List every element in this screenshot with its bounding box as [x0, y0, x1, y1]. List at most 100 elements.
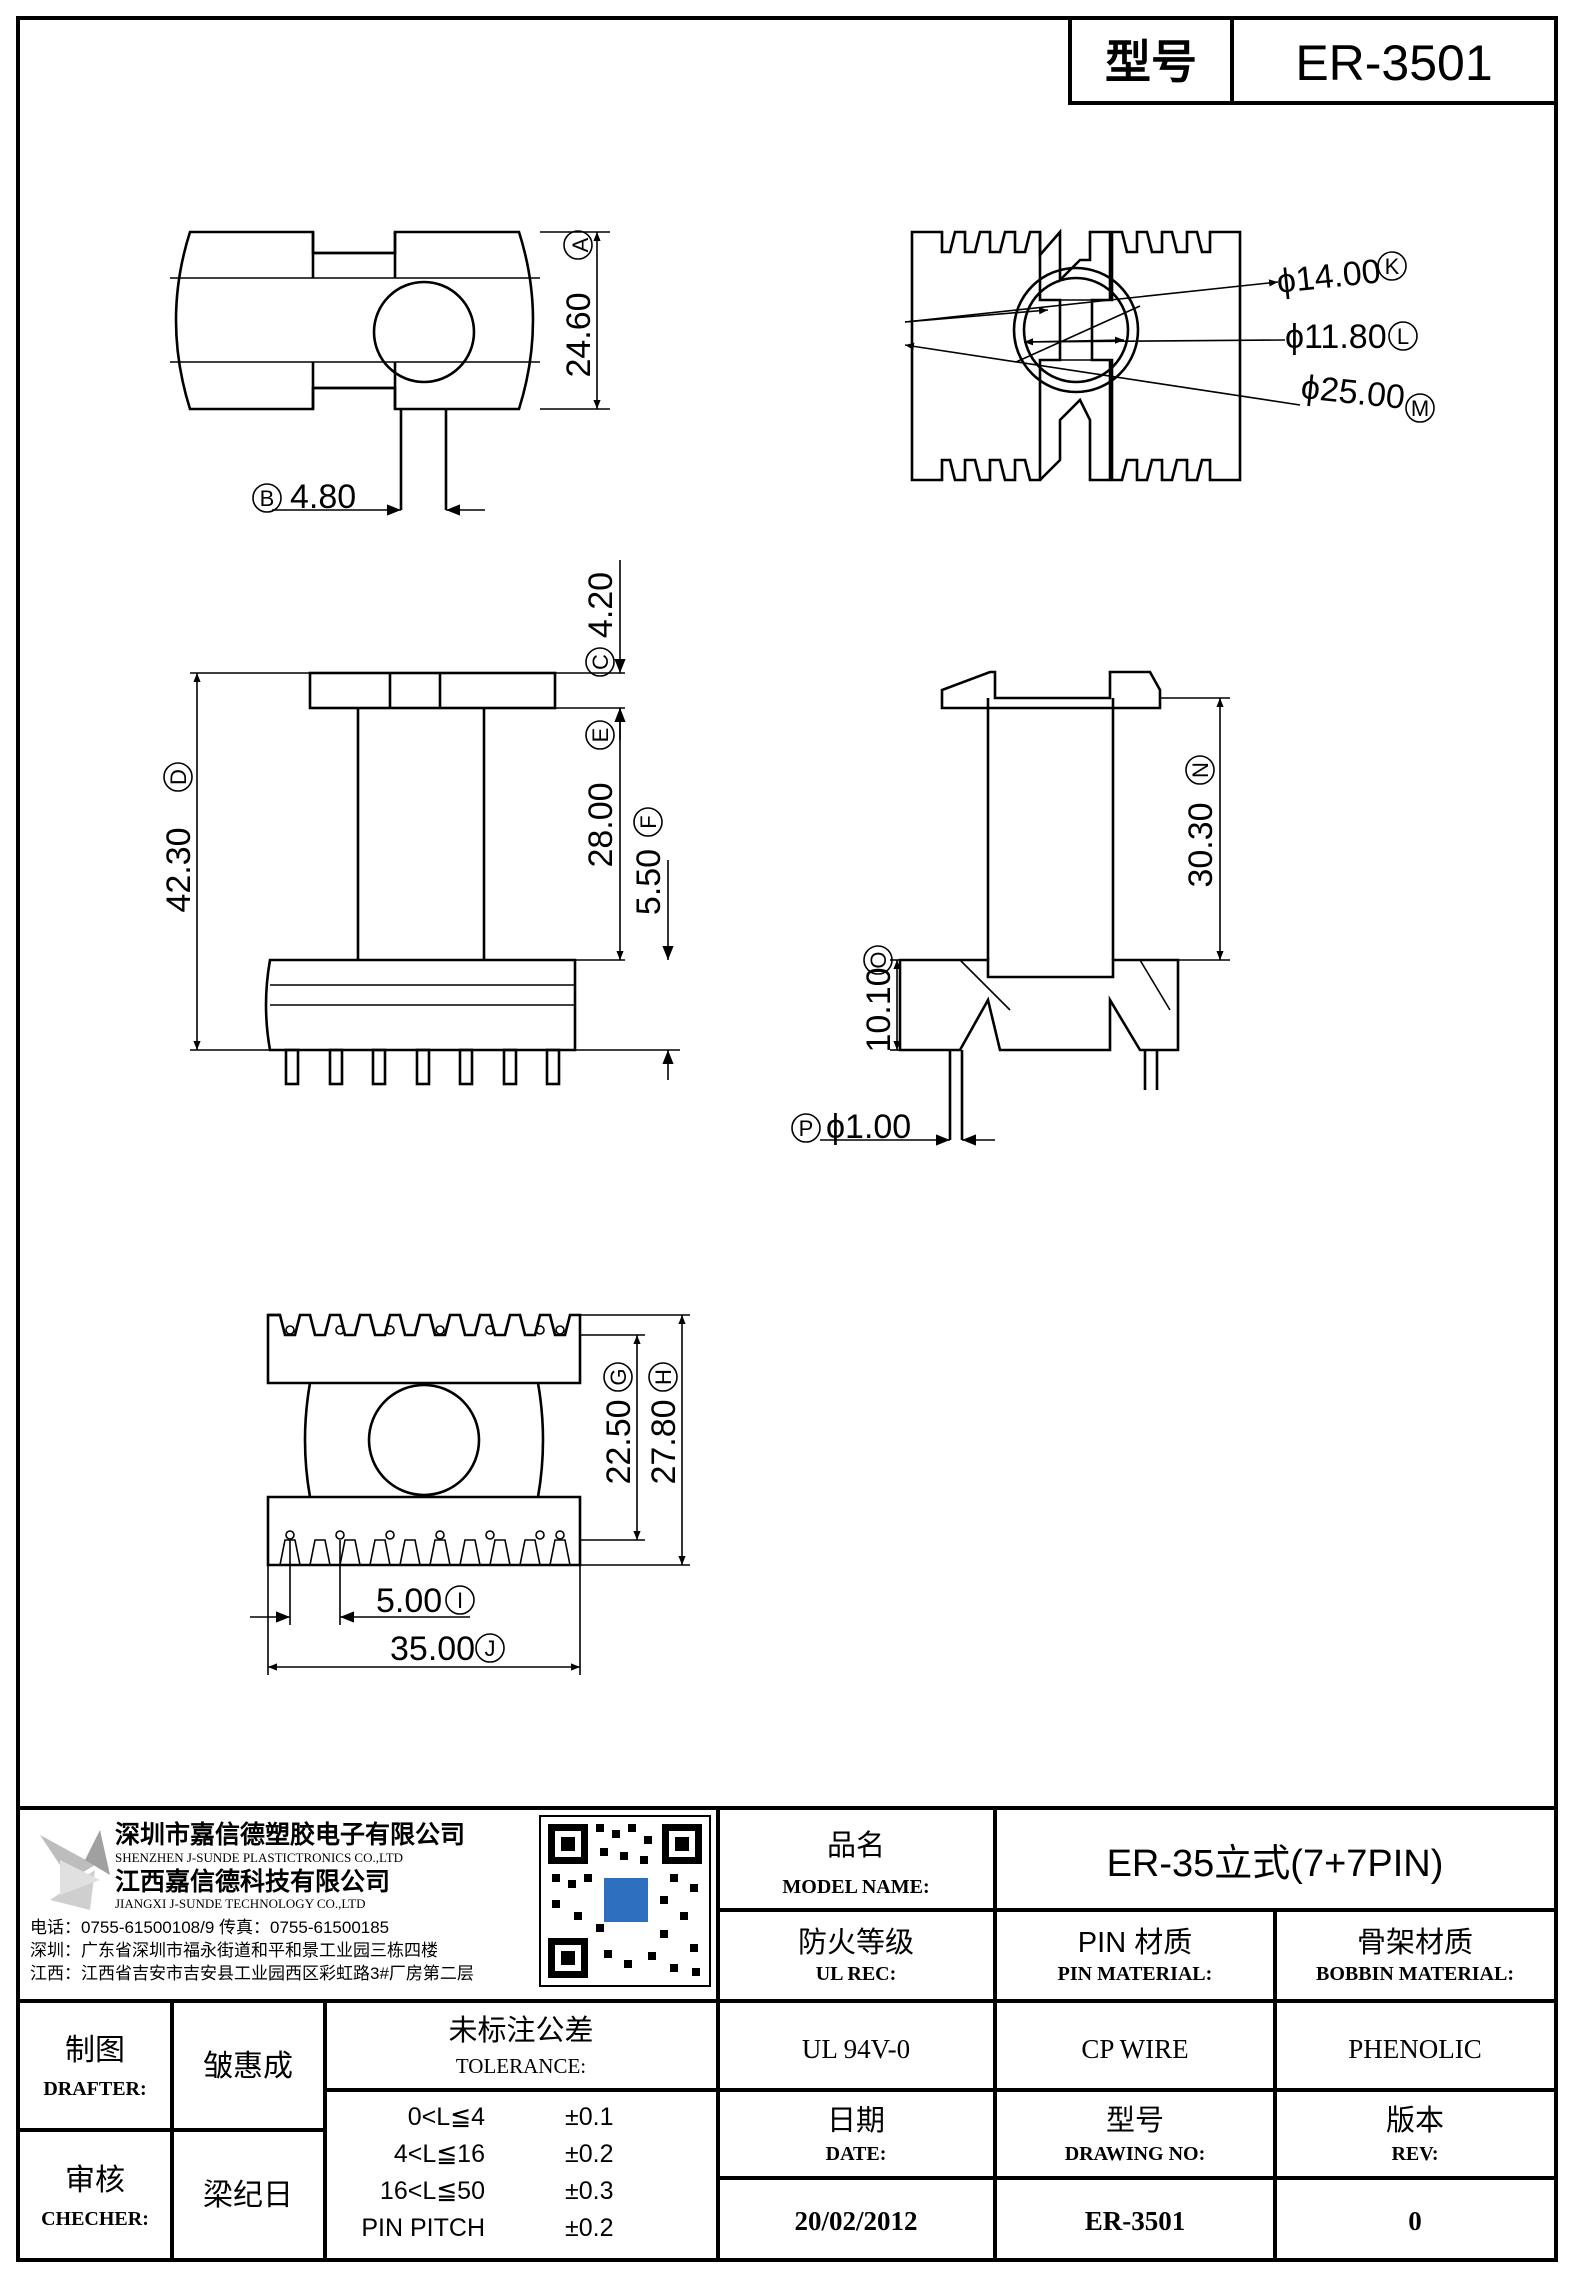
- tolerance-value-2: ±0.2: [565, 2140, 613, 2168]
- checker-label-cn: 审核: [65, 2164, 125, 2197]
- company-logo: [40, 1830, 110, 1910]
- tolerance-value-3: ±0.3: [565, 2177, 613, 2205]
- dim-g-value: 22.50: [600, 1399, 638, 1484]
- tolerance-value-4: ±0.2: [565, 2214, 613, 2242]
- company-phone: 电话：0755-61500108/9 传真：0755-61500185: [30, 1918, 389, 1937]
- model-name-value: ER-35立式(7+7PIN): [1107, 1843, 1444, 1885]
- rev-label-cn: 版本: [1386, 2104, 1444, 2137]
- ul-value: UL 94V-0: [802, 2034, 910, 2064]
- dim-d-value: 42.30: [160, 827, 198, 912]
- tolerance-value-1: ±0.1: [565, 2103, 613, 2131]
- qr-code: [539, 1815, 711, 1987]
- dim-f-letter: F: [636, 815, 661, 828]
- qr-center-badge: [604, 1878, 648, 1922]
- dim-h-letter: H: [651, 1369, 676, 1385]
- dim-h-marker: [648, 1362, 678, 1392]
- pin-value: CP WIRE: [1081, 2034, 1188, 2064]
- dim-i-marker: [445, 1585, 475, 1615]
- header-box: 型号 ER-3501: [1068, 16, 1558, 105]
- drafter-checker: 制图 DRAFTER: 皱惠成 审核 CHECHER: 梁纪日: [41, 2034, 293, 2230]
- tolerance-range-4: PIN PITCH: [361, 2214, 485, 2242]
- dim-f-marker: [633, 807, 663, 837]
- dim-j-value: 35.00: [390, 1630, 475, 1668]
- dim-i-value: 5.00: [376, 1582, 442, 1620]
- dim-i-letter: I: [457, 1588, 463, 1613]
- dim-j-marker: [475, 1633, 505, 1663]
- dim-m-value: ϕ25.00: [1299, 368, 1407, 417]
- dim-a-value: 24.60: [560, 292, 598, 377]
- top-view: [170, 230, 610, 516]
- dim-n-letter: N: [1188, 762, 1213, 778]
- dim-b-value: 4.80: [290, 478, 356, 516]
- dim-c-letter: C: [588, 654, 613, 670]
- model-name-label-cn: 品名: [827, 1829, 885, 1862]
- company-name-en-1: SHENZHEN J-SUNDE PLASTICTRONICS CO.,LTD: [115, 1850, 403, 1865]
- date-value: 20/02/2012: [794, 2206, 917, 2236]
- side-view: [820, 670, 1230, 1146]
- drafter-name: 皱惠成: [203, 2050, 293, 2083]
- dim-e-marker: [585, 720, 615, 750]
- dim-e-value: 28.00: [582, 782, 620, 867]
- dim-a-marker: [563, 230, 593, 260]
- dim-l-value: ϕ11.80: [1285, 318, 1387, 356]
- model-name-label-en: MODEL NAME:: [782, 1876, 929, 1898]
- company-address-sz: 深圳：广东省深圳市福永街道和平和景工业园三栋四楼: [30, 1941, 438, 1960]
- date-label-en: DATE:: [826, 2143, 887, 2165]
- drafter-label-cn: 制图: [65, 2034, 125, 2067]
- drafter-label-en: DRAFTER:: [43, 2078, 146, 2100]
- pin-label-en: PIN MATERIAL:: [1058, 1963, 1213, 1985]
- company-address-jx: 江西：江西省吉安市吉安县工业园西区彩虹路3#厂房第二层: [30, 1964, 474, 1983]
- pin-label-cn: PIN 材质: [1078, 1926, 1192, 1959]
- checker-name: 梁纪日: [203, 2179, 293, 2212]
- dim-l-letter: L: [1397, 324, 1409, 349]
- dim-m-marker: [1405, 393, 1435, 423]
- dimension-labels: 24.60 A B 4.80 4.20 C 42.30 D 28.00 E 5.…: [160, 230, 1435, 1668]
- company-name-cn-1: 深圳市嘉信德塑胶电子有限公司: [115, 1820, 465, 1849]
- dim-p-value: ϕ1.00: [826, 1108, 911, 1146]
- dim-g-letter: G: [606, 1368, 631, 1385]
- dim-d-letter: D: [166, 769, 191, 785]
- bobbin-label-en: BOBBIN MATERIAL:: [1316, 1963, 1514, 1985]
- company-name-cn-2: 江西嘉信德科技有限公司: [115, 1867, 390, 1896]
- dim-p-marker: [791, 1113, 821, 1143]
- title-block: [18, 1806, 1556, 2260]
- dim-k-value: ϕ14.00: [1275, 252, 1383, 301]
- dim-h-value: 27.80: [645, 1399, 683, 1484]
- company-block: 深圳市嘉信德塑胶电子有限公司 SHENZHEN J-SUNDE PLASTICT…: [30, 1815, 711, 1987]
- ul-label-cn: 防火等级: [798, 1926, 914, 1959]
- tolerance-range-3: 16<L≦50: [380, 2177, 485, 2205]
- dim-l-marker: [1388, 321, 1418, 351]
- bobbin-value: PHENOLIC: [1348, 2034, 1482, 2064]
- dim-f-value: 5.50: [630, 849, 668, 915]
- dim-o-letter: O: [866, 951, 891, 968]
- tolerance-range-2: 4<L≦16: [394, 2140, 485, 2168]
- outer-frame: [16, 16, 1558, 2262]
- dim-c-value: 4.20: [582, 572, 620, 638]
- header-label: 型号: [1105, 36, 1197, 88]
- ul-label-en: UL REC:: [816, 1963, 897, 1985]
- tolerance-block: 未标注公差 TOLERANCE: 0<L≦4 ±0.1 4<L≦16 ±0.2 …: [361, 2014, 613, 2242]
- rev-label-en: REV:: [1391, 2143, 1438, 2165]
- date-row: 日期 DATE: 型号 DRAWING NO: 版本 REV: 20/02/20…: [794, 2104, 1444, 2236]
- dim-b-letter: B: [260, 486, 275, 511]
- dim-k-letter: K: [1385, 254, 1400, 279]
- dim-e-letter: E: [588, 728, 613, 743]
- top-view-comb: [904, 228, 1301, 482]
- dim-k-marker: [1377, 251, 1407, 281]
- dim-n-marker: [1185, 755, 1215, 785]
- dim-b-marker: [252, 483, 282, 513]
- bobbin-label-cn: 骨架材质: [1357, 1926, 1473, 1959]
- dim-p-letter: P: [799, 1116, 814, 1141]
- header-value: ER-3501: [1295, 35, 1492, 91]
- material-row: 防火等级 UL REC: PIN 材质 PIN MATERIAL: 骨架材质 B…: [798, 1926, 1514, 2064]
- drawing-label-cn: 型号: [1106, 2104, 1164, 2137]
- rev-value: 0: [1408, 2206, 1422, 2236]
- date-label-cn: 日期: [827, 2105, 885, 2137]
- tolerance-label-cn: 未标注公差: [448, 2014, 593, 2047]
- checker-label-en: CHECHER:: [41, 2208, 149, 2230]
- dim-a-letter: A: [568, 237, 593, 252]
- front-view: [190, 560, 680, 1086]
- dim-o-value: 10.10: [860, 967, 898, 1052]
- dim-j-letter: J: [485, 1636, 496, 1661]
